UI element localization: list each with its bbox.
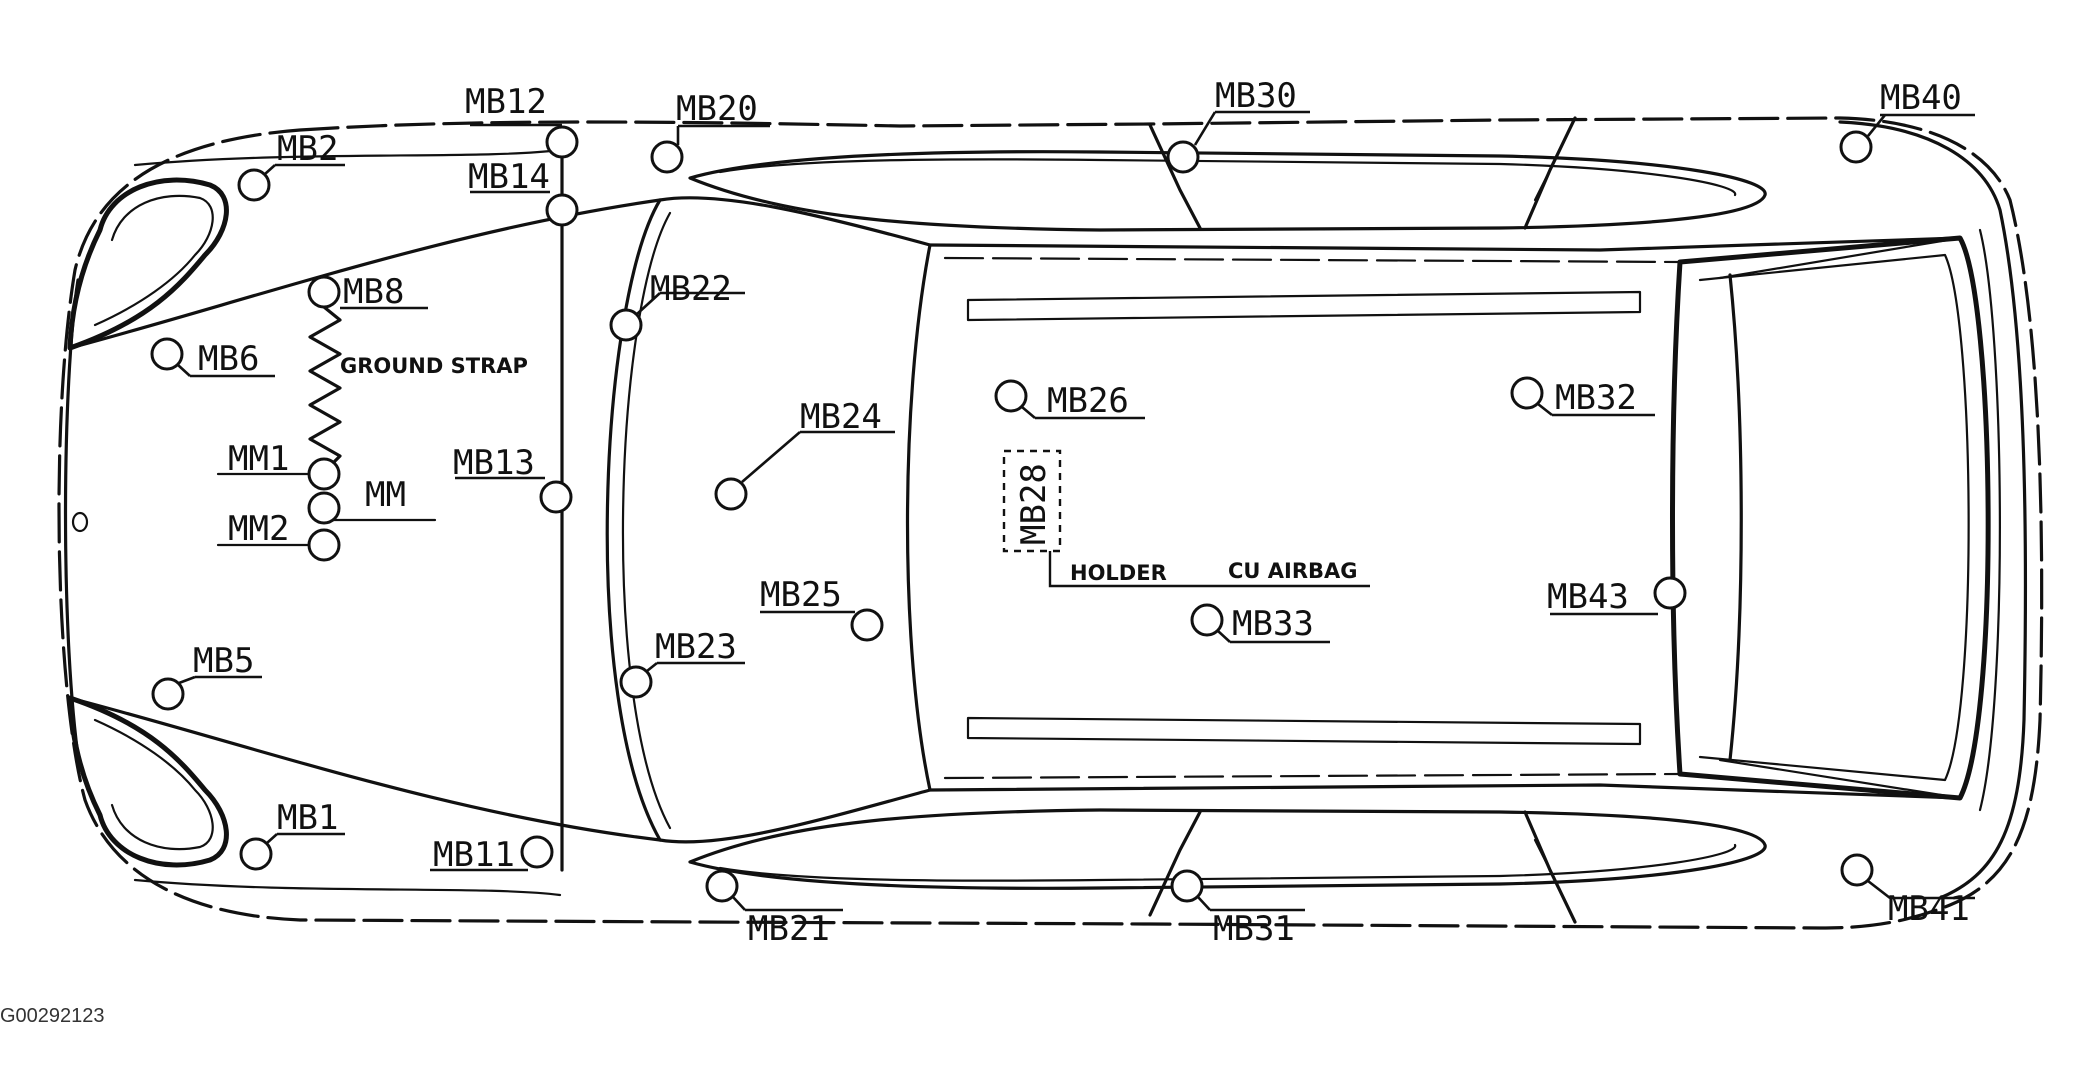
ground-point-mb23 bbox=[619, 661, 745, 699]
label-mm2: MM2 bbox=[228, 509, 289, 549]
vehicle-outline bbox=[57, 116, 2044, 930]
label-mb14: MB14 bbox=[468, 157, 550, 197]
ground-point-mb33 bbox=[1190, 603, 1330, 644]
ground-point-mb41 bbox=[1840, 853, 1975, 900]
ground-point-mb22 bbox=[609, 291, 745, 342]
ground-point-mb2 bbox=[237, 163, 345, 202]
ground-point-mb43 bbox=[1550, 576, 1687, 616]
label-mm: MM bbox=[365, 475, 406, 515]
ground-point-mb26 bbox=[994, 379, 1145, 420]
label-mb40: MB40 bbox=[1880, 78, 1962, 118]
label-mb41: MB41 bbox=[1888, 889, 1970, 929]
ground-point-mb32 bbox=[1510, 376, 1655, 417]
label-mb43: MB43 bbox=[1547, 577, 1629, 617]
label-mb32: MB32 bbox=[1555, 378, 1637, 418]
labels: MB12 MB14 MB20 MB30 MB40 MB2 MB8 GROUND … bbox=[193, 76, 1970, 949]
label-mb33: MB33 bbox=[1232, 604, 1314, 644]
ground-point-mb20 bbox=[650, 124, 770, 174]
label-mm1: MM1 bbox=[228, 439, 289, 479]
label-ground-strap: GROUND STRAP bbox=[340, 354, 528, 378]
label-mb13: MB13 bbox=[453, 443, 535, 483]
label-mb11: MB11 bbox=[433, 835, 515, 875]
label-mb23: MB23 bbox=[655, 627, 737, 667]
label-mb24: MB24 bbox=[800, 397, 882, 437]
ground-point-mb25 bbox=[760, 608, 884, 642]
label-mb26: MB26 bbox=[1047, 381, 1129, 421]
label-mb31: MB31 bbox=[1213, 909, 1295, 949]
ground-point-mb11 bbox=[430, 835, 554, 872]
label-mb25: MB25 bbox=[760, 575, 842, 615]
ground-point-mb31 bbox=[1170, 869, 1305, 912]
ground-point-mb14 bbox=[470, 190, 579, 227]
ground-point-mb5 bbox=[151, 675, 262, 711]
label-cu-airbag: CU AIRBAG bbox=[1228, 559, 1358, 583]
label-mb12: MB12 bbox=[465, 82, 547, 122]
figure-id: G00292123 bbox=[0, 1005, 105, 1027]
label-mb20: MB20 bbox=[676, 89, 758, 129]
ground-point-mb40 bbox=[1839, 113, 1975, 164]
ground-points bbox=[150, 110, 1975, 912]
label-mb22: MB22 bbox=[650, 269, 732, 309]
ground-point-mb8 bbox=[307, 275, 428, 310]
label-mb5: MB5 bbox=[193, 641, 254, 681]
label-holder: HOLDER bbox=[1070, 561, 1167, 585]
label-mb8: MB8 bbox=[343, 272, 404, 312]
label-mb2: MB2 bbox=[277, 129, 338, 169]
ground-point-mb1 bbox=[239, 832, 345, 871]
ground-point-mb21 bbox=[705, 869, 843, 912]
ground-point-mm bbox=[307, 491, 341, 525]
ground-point-mb13 bbox=[455, 476, 573, 514]
airbag-holder bbox=[1002, 449, 1370, 588]
label-mb1: MB1 bbox=[277, 798, 338, 838]
ground-point-mm2 bbox=[307, 528, 341, 562]
ground-point-mb6 bbox=[150, 337, 275, 378]
ground-point-mb30 bbox=[1166, 110, 1310, 174]
label-mb21: MB21 bbox=[748, 909, 830, 949]
ground-point-mb12 bbox=[470, 123, 579, 159]
label-mb6: MB6 bbox=[198, 339, 259, 379]
ground-point-mb24 bbox=[714, 430, 895, 511]
ground-point-mm1 bbox=[307, 457, 341, 491]
label-mb28: MB28 bbox=[1014, 463, 1054, 545]
label-mb30: MB30 bbox=[1215, 76, 1297, 116]
